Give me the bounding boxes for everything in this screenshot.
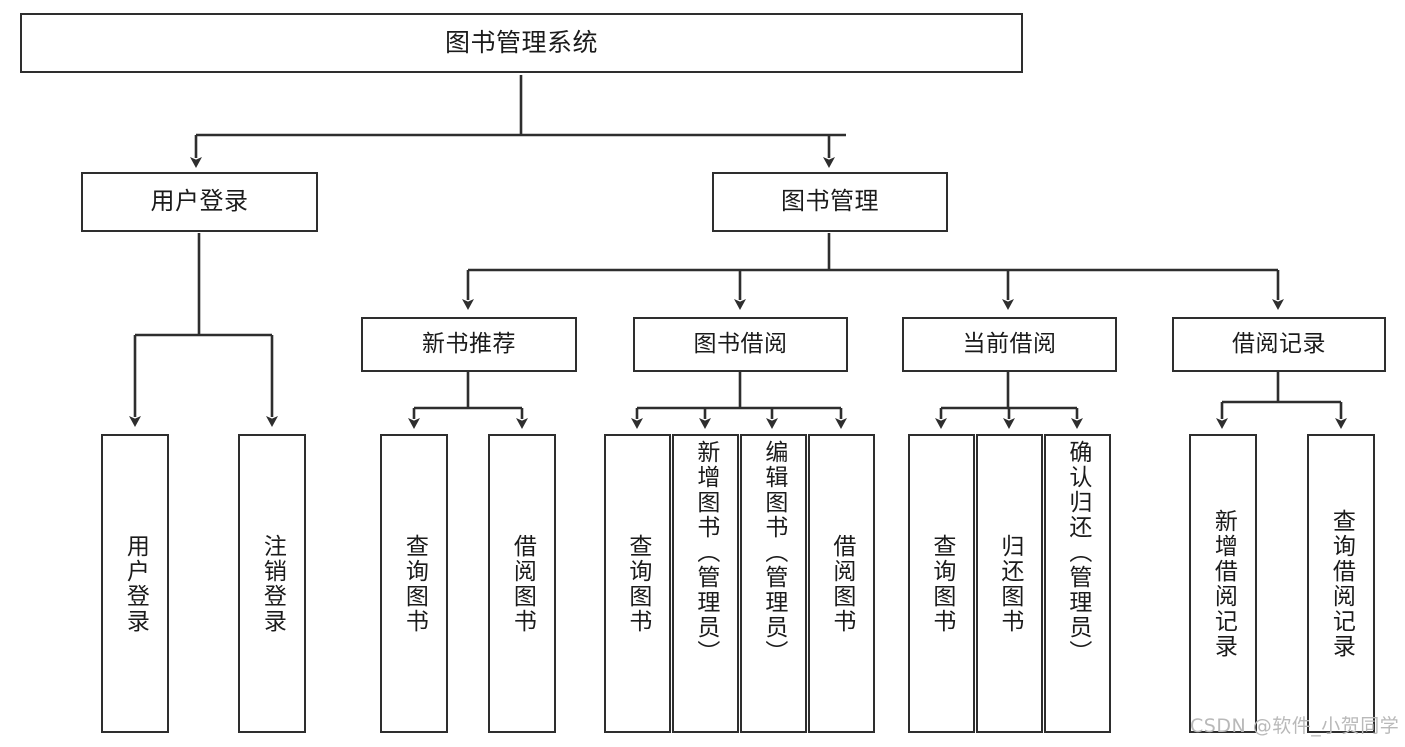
node-leaf-query-book-current[interactable]: 查询图书 [908, 434, 975, 733]
node-label: 借阅图书 [509, 533, 536, 634]
node-user-login[interactable]: 用户登录 [81, 172, 318, 232]
node-label: 查询图书 [624, 533, 651, 634]
node-label: 编辑图书（管理员） [760, 440, 787, 665]
node-label: 用户登录 [150, 187, 249, 216]
node-leaf-logout[interactable]: 注销登录 [238, 434, 306, 733]
node-leaf-return-book[interactable]: 归还图书 [976, 434, 1043, 733]
node-label: 注销登录 [259, 533, 286, 634]
node-label: 图书管理 [781, 187, 879, 216]
node-label: 归还图书 [996, 533, 1023, 634]
node-leaf-add-book-admin[interactable]: 新增图书（管理员） [672, 434, 739, 733]
node-leaf-add-borrow-record[interactable]: 新增借阅记录 [1189, 434, 1257, 733]
node-label: 新书推荐 [422, 331, 516, 358]
node-leaf-borrow-book-recommendation[interactable]: 借阅图书 [488, 434, 556, 733]
node-label: 查询图书 [928, 533, 955, 634]
node-current-borrowing[interactable]: 当前借阅 [902, 317, 1117, 372]
node-borrowing-record[interactable]: 借阅记录 [1172, 317, 1386, 372]
node-label: 新增借阅记录 [1210, 508, 1237, 659]
node-label: 借阅图书 [828, 533, 855, 634]
node-label: 查询借阅记录 [1328, 508, 1355, 659]
node-book-management[interactable]: 图书管理 [712, 172, 948, 232]
node-leaf-edit-book-admin[interactable]: 编辑图书（管理员） [740, 434, 807, 733]
node-leaf-borrow-book-borrowing[interactable]: 借阅图书 [808, 434, 875, 733]
node-new-book-recommendation[interactable]: 新书推荐 [361, 317, 577, 372]
csdn-watermark: CSDN @软件_小贺同学 [1190, 715, 1400, 737]
node-label: 确认归还（管理员） [1064, 440, 1091, 665]
node-label: 新增图书（管理员） [692, 440, 719, 665]
node-leaf-confirm-return-admin[interactable]: 确认归还（管理员） [1044, 434, 1111, 733]
node-label: 当前借阅 [962, 331, 1057, 358]
node-leaf-query-book-recommendation[interactable]: 查询图书 [380, 434, 448, 733]
node-book-borrowing[interactable]: 图书借阅 [633, 317, 848, 372]
node-label: 用户登录 [122, 533, 149, 634]
node-leaf-query-book-borrowing[interactable]: 查询图书 [604, 434, 671, 733]
node-label: 借阅记录 [1232, 331, 1326, 358]
node-label: 图书管理系统 [444, 27, 598, 57]
node-label: 查询图书 [401, 533, 428, 634]
node-leaf-user-login[interactable]: 用户登录 [101, 434, 169, 733]
node-leaf-query-borrow-record[interactable]: 查询借阅记录 [1307, 434, 1375, 733]
node-root-book-management-system[interactable]: 图书管理系统 [20, 13, 1023, 73]
node-label: 图书借阅 [693, 331, 788, 358]
